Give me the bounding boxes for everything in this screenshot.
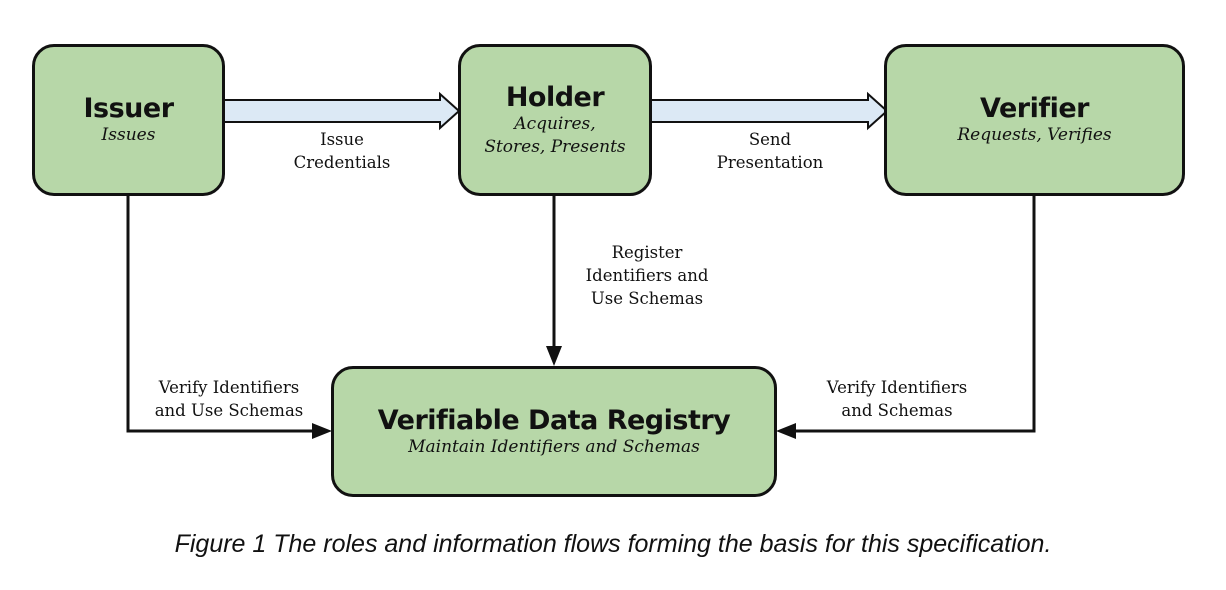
register-arrow-head	[546, 346, 562, 366]
verifier-title: Verifier	[980, 93, 1089, 124]
holder-subtitle: Acquires, Stores, Presents	[484, 113, 626, 157]
holder-title: Holder	[505, 81, 605, 113]
issuer-verify-line	[126, 196, 314, 433]
holder-box: Holder Acquires, Stores, Presents	[458, 44, 652, 196]
registry-title: Verifiable Data Registry	[377, 404, 731, 436]
registry-subtitle: Maintain Identifiers and Schemas	[408, 436, 700, 457]
verifier-verify-line	[794, 196, 1036, 433]
issue-credentials-label: Issue Credentials	[293, 130, 391, 173]
issuer-verify-label: Verify Identifiers and Use Schemas	[154, 378, 304, 421]
issuer-box: Issuer Issues	[32, 44, 225, 196]
figure-caption: Figure 1 The roles and information flows…	[174, 530, 1052, 558]
issuer-title: Issuer	[83, 93, 174, 124]
issuer-subtitle: Issues	[101, 125, 156, 146]
verifier-verify-arrow-head	[776, 423, 796, 439]
verifier-subtitle: Requests, Verifies	[957, 125, 1112, 146]
issuer-verify-arrow-head	[312, 423, 332, 439]
send-presentation-arrow	[650, 91, 889, 131]
registry-box: Verifiable Data Registry Maintain Identi…	[331, 366, 777, 497]
verifier-verify-label: Verify Identifiers and Schemas	[826, 378, 968, 421]
issue-credentials-arrow	[223, 91, 461, 131]
register-identifiers-label: Register Identifiers and Use Schemas	[585, 243, 709, 309]
verifier-box: Verifier Requests, Verifies	[884, 44, 1185, 196]
send-presentation-label: Send Presentation	[716, 130, 824, 173]
